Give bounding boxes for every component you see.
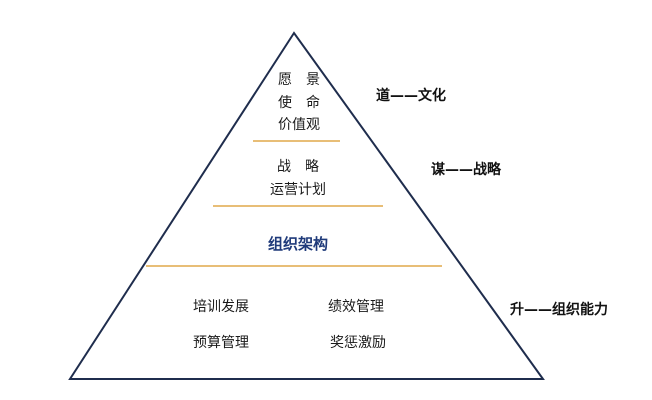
side-label-culture: 道——文化 — [376, 88, 446, 104]
side-label-capability: 升——组织能力 — [510, 302, 608, 318]
layer2-strategy: 战 略 — [277, 159, 319, 175]
layer1-vision: 愿 景 — [278, 72, 320, 88]
layer1-mission: 使 命 — [278, 95, 320, 111]
side-label-strategy: 谋——战略 — [431, 162, 501, 178]
layer4-training: 培训发展 — [193, 299, 249, 315]
layer1-values: 价值观 — [278, 117, 320, 133]
layer4-budget: 预算管理 — [193, 335, 249, 351]
layer2-operating-plan: 运营计划 — [270, 182, 326, 198]
layer3-org-structure: 组织架构 — [267, 235, 328, 253]
layer4-rewards: 奖惩激励 — [330, 335, 386, 351]
layer4-performance: 绩效管理 — [328, 299, 384, 315]
